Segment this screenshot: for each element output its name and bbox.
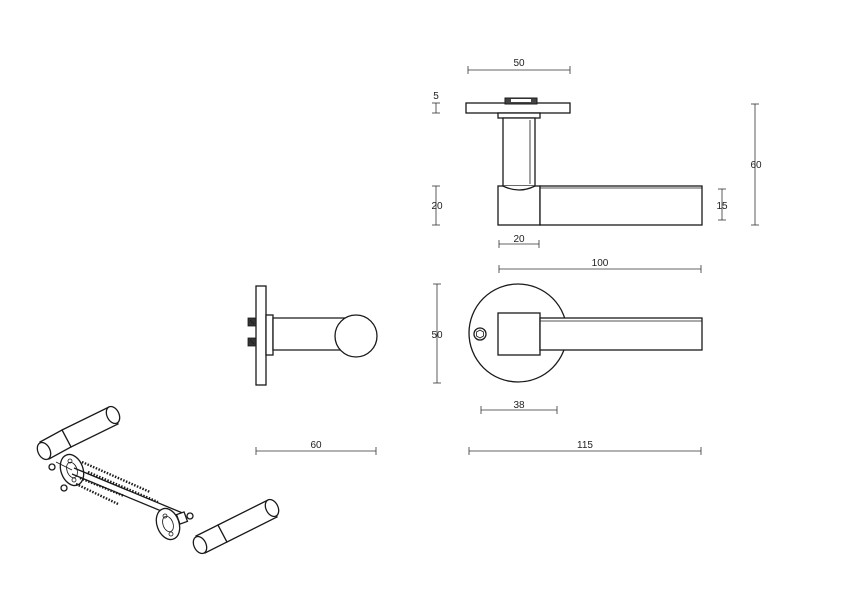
dim-side-projection: 60: [255, 440, 377, 455]
top-lever-block: [497, 185, 541, 226]
dim-label-total-height: 60: [750, 160, 762, 171]
dim-label-side-projection: 60: [310, 440, 322, 451]
dim-label-total-length: 115: [577, 440, 593, 451]
front-view: [468, 283, 703, 383]
top-view: [465, 97, 703, 226]
front-lever-arm: [539, 317, 703, 351]
iso-lower-lever-arm: [217, 499, 278, 543]
hex-socket-icon: [476, 329, 484, 339]
dim-label-spindle-offset: 38: [513, 400, 525, 411]
dim-label-neck-width: 20: [513, 234, 525, 245]
side-view: [247, 285, 378, 386]
dim-lever-thickness: 15: [716, 188, 728, 221]
isometric-view: [36, 405, 280, 555]
dim-lever-length: 100: [498, 258, 702, 273]
top-rose-fixing-slot: [511, 99, 531, 102]
dim-label-neck-height: 20: [431, 201, 443, 212]
top-neck-joint: [502, 185, 536, 191]
dim-rose-thickness: 5: [432, 91, 440, 114]
top-lever-arm: [539, 185, 703, 226]
top-rose-collar: [497, 112, 541, 119]
front-fixing-screw: [473, 327, 487, 341]
side-neck: [272, 317, 346, 351]
dim-total-height: 60: [750, 103, 762, 226]
dim-label-rose-thickness: 5: [433, 91, 439, 102]
dim-label-lever-thickness: 15: [716, 201, 728, 212]
dim-label-rose-diameter: 50: [431, 330, 443, 341]
dim-neck-width: 20: [498, 234, 540, 248]
side-lever-end: [334, 314, 378, 358]
dim-rose-diameter: 50: [431, 283, 443, 384]
side-rose-plate: [255, 285, 267, 386]
dim-total-length: 115: [468, 440, 702, 455]
side-rose-collar: [265, 314, 274, 356]
dim-neck-height: 20: [431, 185, 443, 226]
dim-spindle-offset: 38: [480, 400, 558, 414]
dim-label-lever-length: 100: [592, 258, 609, 269]
dim-label-top-rose-width: 50: [513, 58, 525, 69]
iso-fixing-screws: [48, 460, 159, 506]
dim-top-rose-width: 50: [467, 58, 571, 74]
front-lever-block: [497, 312, 541, 356]
